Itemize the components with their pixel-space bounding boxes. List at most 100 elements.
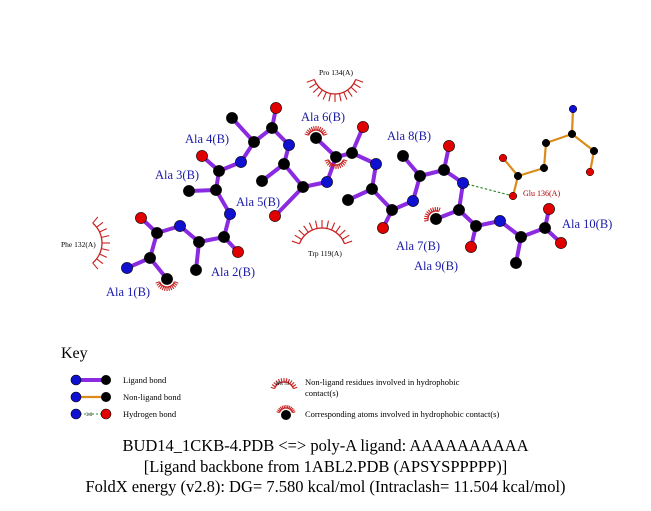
hbond-ala9-glu136 [462,182,514,197]
ligand-atom-n6 [321,176,333,188]
key-ligand-bond-text: Ligand bond [123,375,167,385]
caption-line-3: FoldX energy (v2.8): DG= 7.580 kcal/mol … [85,477,566,496]
non-ligand-bond-g2-g3 [570,132,596,153]
key-hbond-distance-sample: 3.0 [86,413,93,418]
residue-label-ala3: Ala 3(B) [155,168,199,182]
non-ligand-bond-g5-g6 [542,141,548,170]
ligand-atom-c9 [470,220,482,232]
hydrogen-bonds [462,182,514,197]
ligand-atom-cb8 [397,150,409,162]
residue-label-ala8: Ala 8(B) [387,129,431,143]
glu136-atom-g4 [585,167,595,177]
ligand-atom-o5 [269,210,281,222]
ligand-atom-ca6 [330,151,342,163]
glu136-atom-g1 [568,104,578,114]
key-hydrogen-bond-atom-o [100,408,112,420]
ligand-atom-o8 [443,140,455,152]
ligand-atom-o3 [196,150,208,162]
ligand-atom-ca2 [193,236,205,248]
residue-label-ala9: Ala 9(B) [414,259,458,273]
residue-label-ala6: Ala 6(B) [301,110,345,124]
ligand-atom-n9 [457,177,469,189]
hydrophobic-arc-trp119 [291,220,353,245]
non-ligand-bond-g2-g5 [544,132,574,145]
ligand-atom-cb1 [161,273,173,285]
contact-arc-ala1-cb [155,281,179,291]
ligand-atom-o1 [135,212,147,224]
ligand-bond-c5-o5 [273,185,305,218]
key-title: Key [61,345,88,362]
ligand-atom-cb5 [256,175,268,187]
residue-label-ala10: Ala 10(B) [562,217,612,231]
caption-line-1: BUD14_1CKB-4.PDB <=> poly-A ligand: AAAA… [122,436,529,455]
glu136-atom-g5 [541,138,551,148]
ligand-atom-o6 [357,121,369,133]
ligand-atom-ca1 [144,252,156,264]
ligand-atom-c4 [266,122,278,134]
ligand-atom-cb10 [510,257,522,269]
ligand-atom-n4 [235,156,247,168]
key-non-ligand-bond-atom-n [70,391,82,403]
key-corresponding-atom-arc [276,405,296,414]
residue-label-ala4: Ala 4(B) [185,132,229,146]
caption-line-2: [Ligand backbone from 1ABL2.PDB (APSYSPP… [143,457,508,476]
ligand-atom-c8 [438,164,450,176]
ligand-atom-c7 [386,204,398,216]
glu136-atom-g8 [498,153,508,163]
ligand-atom-ca10 [515,231,527,243]
hydrophobic-contact-arcs [92,79,441,291]
ligand-atom-c2 [218,231,230,243]
key-graphics [70,374,298,420]
contact-arc-ala9-cb [423,206,441,222]
key-non-ligand-bond-text: Non-ligand bond [123,392,182,402]
non-ligand-bond-g6-g7 [516,166,546,178]
ligand-atom-ca9 [453,204,465,216]
non-ligand-bond-g1-g2 [570,107,575,136]
glu136-atom-g9 [508,191,518,201]
hydrophobic-arc-phe132 [92,216,110,270]
hydrophobic-label-pro134: Pro 134(A) [319,68,353,77]
ligand-atom-o2 [232,246,244,258]
key-hydrophobic-sample-label: His 53 [276,382,290,387]
key-non-ligand-bond-atom-c [101,392,111,402]
atoms [121,102,599,285]
ligand-atom-ca7 [366,183,378,195]
hydrophobic-label-trp119: Trp 119(A) [308,249,342,258]
key-ligand-bond-atom-c [101,375,111,385]
ligand-atom-ca8 [414,170,426,182]
ligand-atom-o9 [465,241,477,253]
ligand-atom-c10 [539,222,551,234]
ligand-atom-n8 [407,195,419,207]
ligand-atom-o10a [543,203,555,215]
ligand-atom-c6 [346,147,358,159]
ligand-atom-o10b [555,237,567,249]
key-hydrogen-bond-text: Hydrogen bond [123,409,177,419]
ligand-atom-cb3 [183,185,195,197]
ligand-atom-cb4 [226,112,238,124]
residue-label-ala2: Ala 2(B) [211,265,255,279]
ligand-atom-n1 [121,262,133,274]
residue-label-ala1: Ala 1(B) [106,285,150,299]
ligand-atom-ca5 [278,158,290,170]
ligand-atom-cb2 [190,264,202,276]
key-hydrophobic-residue-arc [270,378,298,390]
key-ligand-bond-atom-n [70,374,82,386]
ligand-atom-c1 [151,227,163,239]
glu136-atom-g7 [513,171,523,181]
ligand-atom-o7 [377,222,389,234]
ligand-atom-ca3 [210,184,222,196]
ligand-atom-n2 [174,220,186,232]
hydrophobic-arc-pro134 [306,79,364,102]
key-hydrophobic-residues-text-1: Non-ligand residues involved in hydropho… [305,377,460,387]
contact-arc-ala6-ca [324,159,348,169]
ligand-atom-n3 [224,208,236,220]
glu136-atom-g6 [539,163,549,173]
ligand-atom-c5 [297,181,309,193]
key-hydrophobic-residues-text-2: contact(s) [305,388,339,398]
hydrophobic-label-phe132: Phe 132(A) [61,240,96,249]
residue-label-ala7: Ala 7(B) [396,239,440,253]
glu136-sidechain-bonds [501,107,596,198]
ligand-atom-ca4 [248,136,260,148]
ligand-atom-n10 [494,215,506,227]
